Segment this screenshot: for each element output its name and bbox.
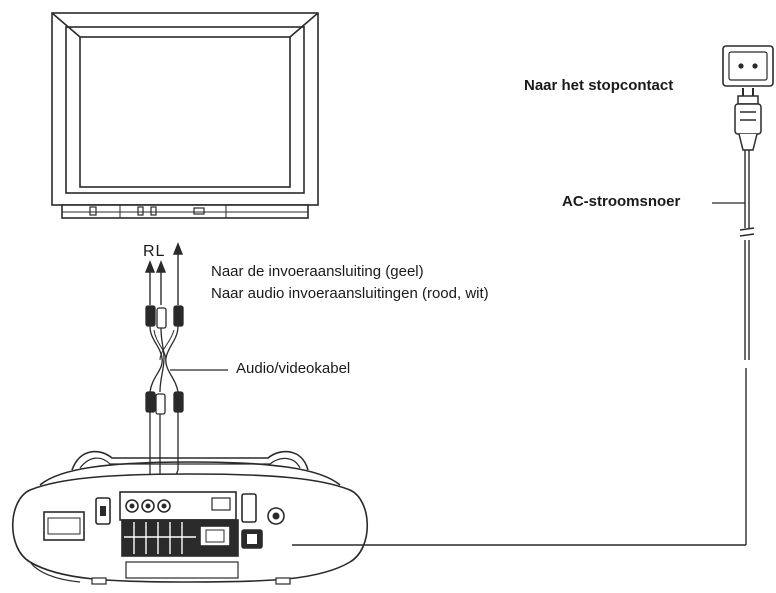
power-cord-label: AC-stroomsnoer [562, 193, 681, 210]
av-cable-label: Audio/videokabel [236, 360, 351, 377]
wall-outlet [722, 45, 774, 87]
av-cable [145, 305, 184, 415]
portable-player [11, 450, 369, 585]
plug-bottom-white [155, 393, 166, 415]
outlet-label: Naar het stopcontact [524, 77, 674, 94]
cord-break-marks [739, 227, 755, 237]
plug-top-white [156, 307, 167, 329]
plug-top-yellow [173, 305, 184, 327]
player-bottom-tray [125, 561, 239, 579]
plug-bottom-yellow [173, 391, 184, 413]
tv-screen-bezel [65, 26, 305, 194]
player-right-switch [241, 493, 257, 523]
plug-top-red [145, 305, 156, 327]
tv-screen [79, 36, 291, 188]
ac-plug [734, 88, 762, 151]
tv-control-1 [137, 206, 144, 216]
video-input-label: Naar de invoeraansluiting (geel) [211, 263, 424, 280]
plug-bottom-red [145, 391, 156, 413]
television [51, 12, 319, 219]
tv-power-button [89, 206, 97, 216]
tv-input-arrows [144, 242, 184, 305]
audio-input-label: Naar audio invoeraansluitingen (rood, wi… [211, 285, 489, 302]
player-left-panel [43, 511, 85, 541]
tv-control-3 [193, 207, 205, 215]
tv-cabinet [51, 12, 319, 206]
channel-label: RL [143, 243, 166, 260]
player-handle [71, 450, 309, 471]
tv-control-2 [150, 206, 157, 216]
power-cord [292, 150, 750, 546]
